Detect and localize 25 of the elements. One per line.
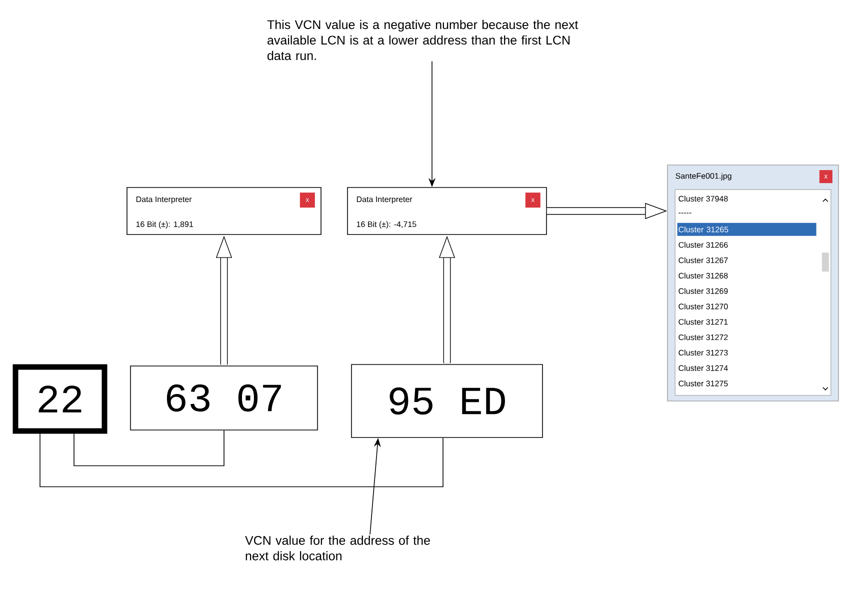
list-item: Cluster 31274: [678, 365, 728, 371]
value-text: 16 Bit (±): -4,715: [356, 221, 416, 229]
list-item: Cluster 31272: [678, 334, 728, 340]
connector-line: [40, 433, 444, 488]
list-item: Cluster 31273: [678, 350, 728, 356]
list-item: Cluster 31268: [678, 272, 728, 279]
window-title: Data Interpreter: [356, 196, 412, 204]
list-item: Cluster 31271: [678, 318, 728, 325]
annotation-text: This VCN value is a negative number because the next available LCN is at a lower address than the first LCN data run.: [267, 20, 578, 60]
window-title: SanteFe001.jpg: [676, 172, 732, 180]
hex-byte-box: 95 ED: [351, 364, 543, 438]
list-item: Cluster 31269: [678, 288, 728, 294]
list-item: Cluster 31266: [678, 242, 728, 248]
value-text: 16 Bit (±): 1,891: [136, 221, 194, 229]
annotation-text: VCN value for the address of the next disk location: [245, 536, 430, 560]
connector-line: [74, 430, 224, 466]
list-item: Cluster 31270: [678, 303, 728, 310]
hex-byte-box: 22: [12, 364, 108, 434]
list-item: Cluster 37948: [678, 196, 728, 202]
hex-byte-box: 63 07: [130, 366, 318, 430]
list-item: -----: [678, 212, 692, 214]
window-title: Data Interpreter: [136, 196, 192, 204]
selected-row: Cluster 31265: [677, 222, 816, 236]
list-item: Cluster 31275: [678, 380, 728, 386]
list-item: Cluster 31267: [678, 257, 728, 264]
